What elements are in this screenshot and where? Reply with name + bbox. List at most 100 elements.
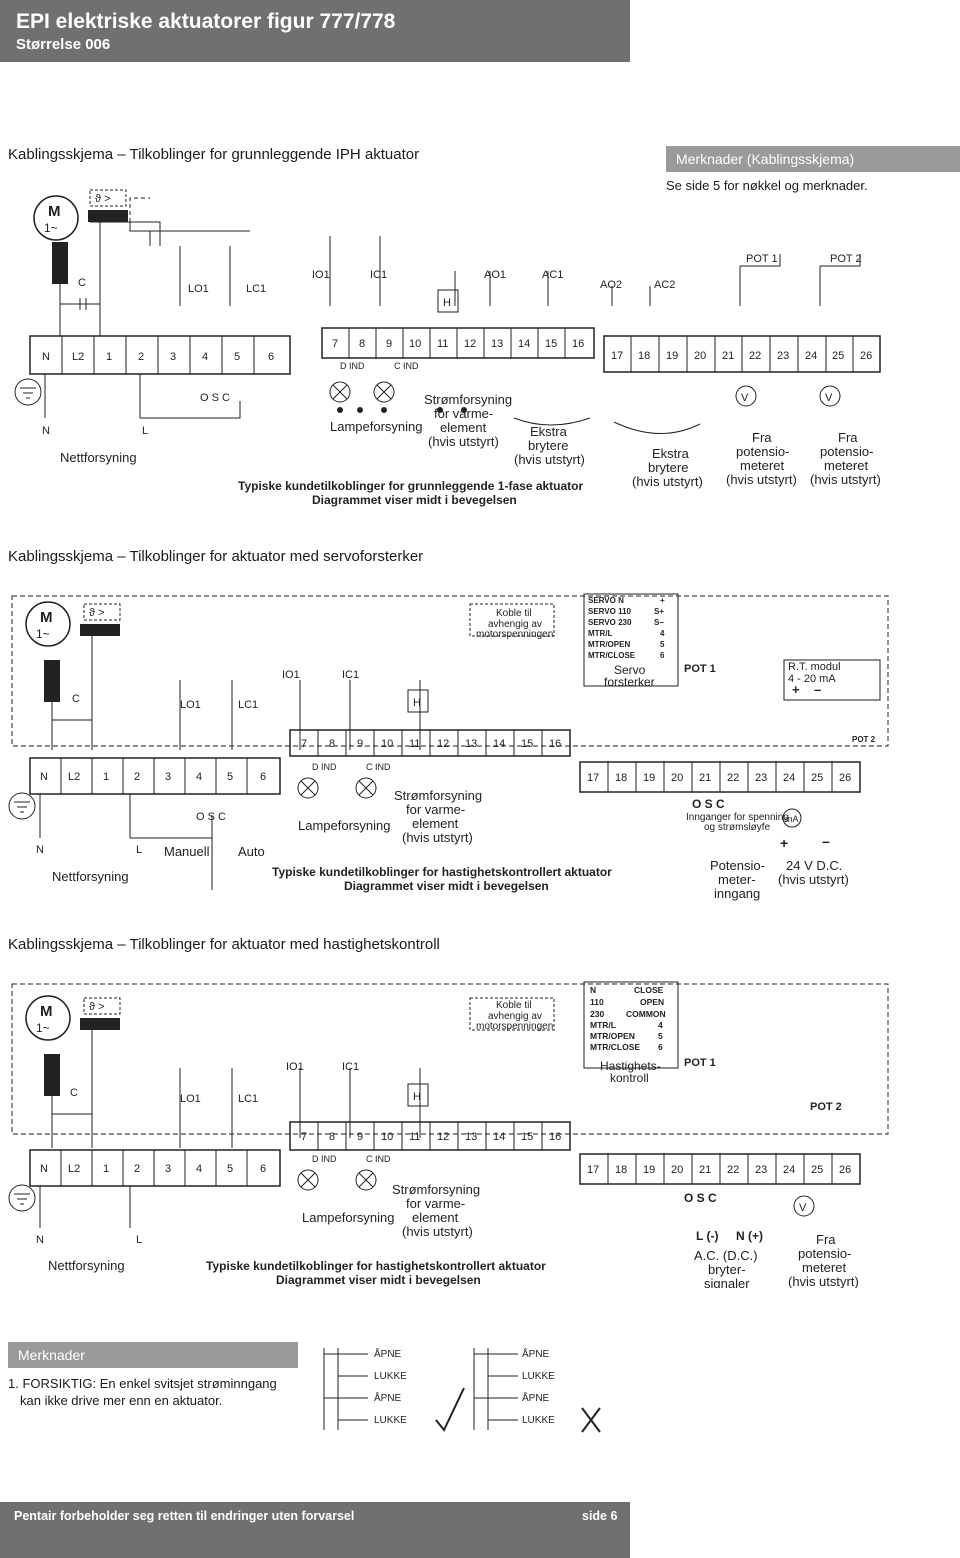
thermal-icon xyxy=(89,189,127,207)
svg-text:13: 13 xyxy=(491,338,503,350)
svg-text:D IND: D IND xyxy=(312,1154,337,1164)
footer-text: Pentair forbeholder seg retten til endri… xyxy=(14,1509,355,1523)
svg-text:14: 14 xyxy=(518,338,530,350)
auto-label: Auto xyxy=(238,844,265,859)
section-title-2: Kablingsskjema – Tilkoblinger for aktuat… xyxy=(8,548,424,565)
svg-text:COMMON: COMMON xyxy=(626,1009,666,1019)
pot1-label: POT 1 xyxy=(746,253,778,265)
svg-text:Nettforsyning: Nettforsyning xyxy=(48,1258,125,1273)
merknader-header: Merknader xyxy=(8,1342,298,1368)
wiring-diagram-3: M 1~ ϑ > C LO1 LC1 IO1 IC1 H Koble til a… xyxy=(8,981,889,1288)
switch-ao1: AO1 xyxy=(484,269,506,281)
svg-text:12: 12 xyxy=(464,338,476,350)
svg-text:4: 4 xyxy=(196,1163,202,1175)
svg-text:POT 1: POT 1 xyxy=(684,663,716,675)
svg-text:LUKKE: LUKKE xyxy=(522,1415,555,1426)
svg-text:6: 6 xyxy=(260,771,266,783)
svg-text:3: 3 xyxy=(165,771,171,783)
svg-text:15: 15 xyxy=(521,738,533,750)
svg-text:Typiske kundetilkoblinger for: Typiske kundetilkoblinger for hastighets… xyxy=(272,865,612,879)
svg-text:POT 2: POT 2 xyxy=(852,735,876,744)
svg-text:N: N xyxy=(42,351,50,363)
notes-text: Se side 5 for nøkkel og merknader. xyxy=(666,178,868,193)
svg-text:Nettforsyning: Nettforsyning xyxy=(52,869,129,884)
svg-text:Strømforsyning: Strømforsyning xyxy=(394,788,482,803)
svg-text:Fra: Fra xyxy=(816,1232,836,1247)
svg-text:–: – xyxy=(822,833,830,849)
lamp-d-label: D IND xyxy=(340,361,365,371)
pot2-b: potensio- xyxy=(820,444,873,459)
svg-text:–: – xyxy=(814,682,821,697)
svg-text:A.C. (D.C.): A.C. (D.C.) xyxy=(694,1248,758,1263)
svg-text:8: 8 xyxy=(359,338,365,350)
svg-text:7: 7 xyxy=(301,738,307,750)
svg-text:19: 19 xyxy=(643,772,655,784)
page-number: side 6 xyxy=(582,1509,618,1523)
svg-text:CLOSE: CLOSE xyxy=(634,985,664,995)
svg-text:N (+): N (+) xyxy=(736,1229,763,1243)
svg-text:D IND: D IND xyxy=(312,762,337,772)
svg-text:19: 19 xyxy=(666,350,678,362)
footer-bar: Pentair forbeholder seg retten til endri… xyxy=(0,1502,630,1558)
notes-header: Merknader (Kablingsskjema) xyxy=(666,146,960,172)
svg-text:MTR/L: MTR/L xyxy=(588,629,613,638)
svg-text:L: L xyxy=(136,1234,142,1246)
svg-text:ÅPNE: ÅPNE xyxy=(374,1391,402,1404)
svg-text:S+: S+ xyxy=(654,607,664,616)
heater-1a: Strømforsyning xyxy=(424,392,512,407)
svg-text:2: 2 xyxy=(134,1163,140,1175)
supply-n-1: N xyxy=(42,425,50,437)
svg-text:6: 6 xyxy=(660,651,665,660)
svg-text:7: 7 xyxy=(301,1131,307,1143)
svg-text:3: 3 xyxy=(170,351,176,363)
extra-sw2-c: (hvis utstyrt) xyxy=(632,474,703,489)
svg-text:ϑ >: ϑ > xyxy=(89,1001,105,1013)
svg-text:11: 11 xyxy=(409,1131,420,1143)
title-bar: EPI elektriske aktuatorer figur 777/778 … xyxy=(0,0,630,62)
svg-text:M: M xyxy=(40,1003,53,1020)
thermal-block xyxy=(88,210,128,222)
svg-text:20: 20 xyxy=(671,1164,683,1176)
svg-text:LO1: LO1 xyxy=(180,699,201,711)
extra-sw1-a: Ekstra xyxy=(530,424,568,439)
svg-text:Strømforsyning: Strømforsyning xyxy=(392,1182,480,1197)
manual-label: Manuell xyxy=(164,844,210,859)
svg-text:13: 13 xyxy=(465,1131,477,1143)
svg-text:MTR/L: MTR/L xyxy=(590,1020,616,1030)
cross-icon xyxy=(581,1407,601,1433)
svg-text:POT 2: POT 2 xyxy=(810,1101,842,1113)
svg-text:6: 6 xyxy=(658,1042,663,1052)
svg-text:5: 5 xyxy=(234,351,240,363)
svg-text:10: 10 xyxy=(381,738,393,750)
svg-text:motorspenningen: motorspenningen xyxy=(476,629,553,640)
svg-text:24 V D.C.: 24 V D.C. xyxy=(786,858,842,873)
svg-text:6: 6 xyxy=(268,351,274,363)
svg-text:L2: L2 xyxy=(68,771,80,783)
svg-text:ÅPNE: ÅPNE xyxy=(374,1347,402,1360)
svg-text:19: 19 xyxy=(643,1164,655,1176)
speed-control-box xyxy=(583,981,679,1069)
svg-text:21: 21 xyxy=(699,772,711,784)
svg-text:avhengig av: avhengig av xyxy=(488,1011,542,1022)
svg-text:L (-): L (-) xyxy=(696,1229,718,1243)
svg-text:N: N xyxy=(590,985,596,995)
svg-text:M: M xyxy=(40,609,53,626)
svg-text:C IND: C IND xyxy=(366,1154,391,1164)
svg-text:20: 20 xyxy=(694,350,706,362)
svg-text:SERVO 230: SERVO 230 xyxy=(588,618,632,627)
svg-text:Koble til: Koble til xyxy=(496,608,532,619)
svg-text:Lampeforsyning: Lampeforsyning xyxy=(298,818,391,833)
svg-text:5: 5 xyxy=(227,771,233,783)
svg-text:for varme-: for varme- xyxy=(406,802,465,817)
svg-text:O S C: O S C xyxy=(692,797,725,811)
svg-text:12: 12 xyxy=(437,1131,449,1143)
svg-text:26: 26 xyxy=(860,350,872,362)
svg-text:R.T. modul: R.T. modul xyxy=(788,661,841,673)
svg-text:IC1: IC1 xyxy=(342,669,359,681)
svg-text:LC1: LC1 xyxy=(238,699,258,711)
svg-text:22: 22 xyxy=(727,772,739,784)
svg-text:16: 16 xyxy=(549,1131,561,1143)
